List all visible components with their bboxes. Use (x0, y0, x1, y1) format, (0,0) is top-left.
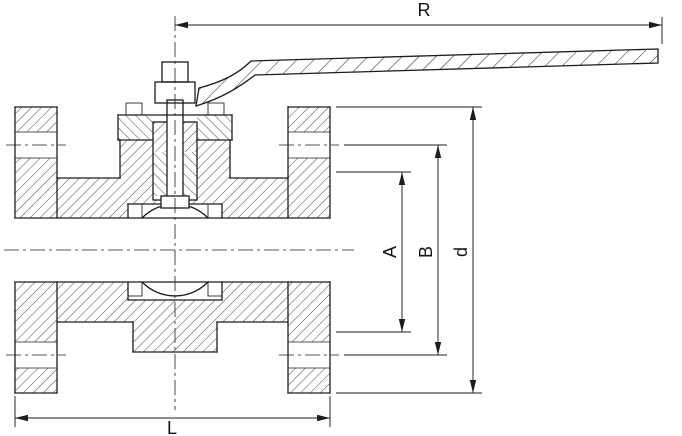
left-flange (14, 106, 58, 394)
dimension-label-r: R (418, 0, 431, 20)
dimension-A: A (336, 171, 411, 333)
right-flange (287, 106, 331, 394)
dimension-d: d (336, 106, 482, 394)
dimension-L: L (14, 396, 331, 436)
dimension-label-a: A (380, 246, 400, 258)
dimension-label-b: B (416, 246, 436, 258)
dimension-label-l: L (167, 418, 177, 436)
dimension-R: R (175, 0, 663, 44)
dimension-label-d: d (451, 247, 471, 257)
bore-lines (14, 217, 331, 283)
dimension-B: B (344, 144, 447, 356)
centerlines (4, 16, 354, 410)
handle-lever (195, 48, 659, 107)
